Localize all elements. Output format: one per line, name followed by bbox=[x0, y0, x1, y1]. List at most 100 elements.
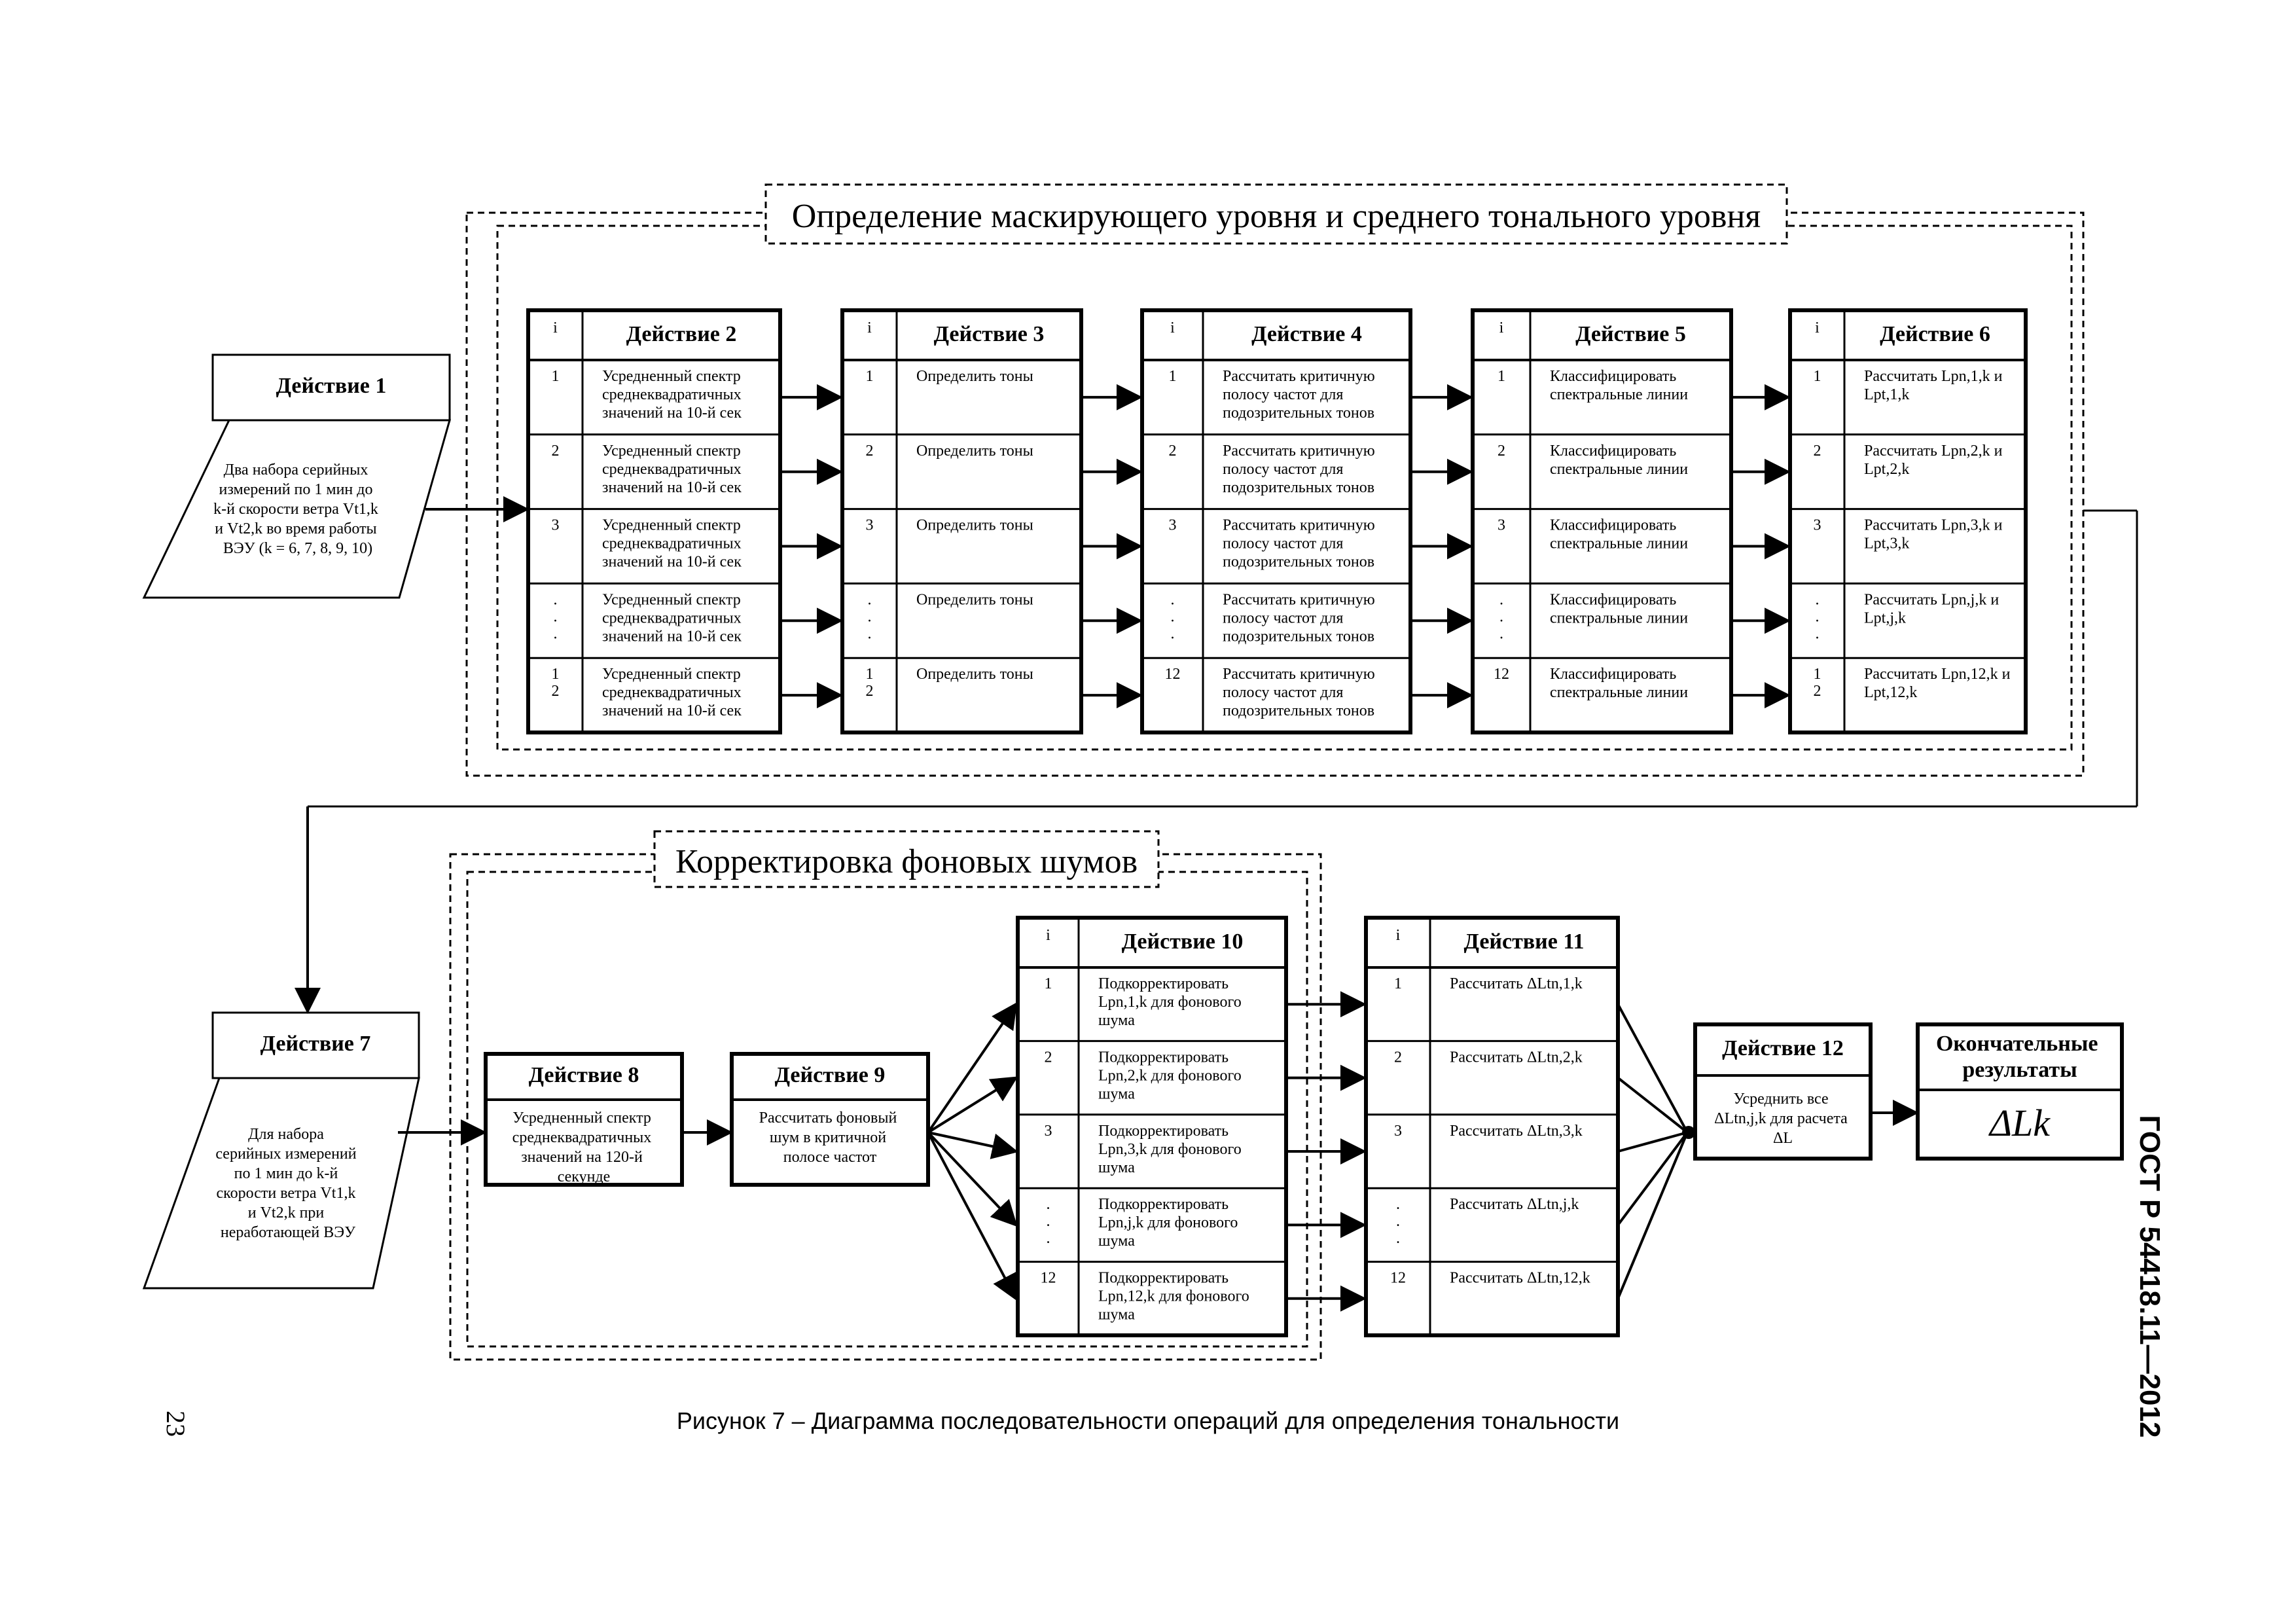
action-11-row-index: 3 bbox=[1394, 1123, 1402, 1140]
action-12: Действие 12 Усреднить все ΔLtn,j,k для р… bbox=[1693, 1022, 1873, 1161]
arrow-action9-to-action10 bbox=[927, 1001, 1018, 1134]
action-11-title: Действие 11 bbox=[1464, 929, 1585, 954]
action-3-row: ...Определить тоны bbox=[868, 591, 1033, 642]
action-3-row-index: 2 bbox=[866, 442, 874, 460]
action-11-row-text: Рассчитать ΔLtn,12,k bbox=[1450, 1270, 1590, 1287]
action-4-row-index: 3 bbox=[1169, 517, 1177, 534]
action-2-index-header: i bbox=[553, 319, 558, 336]
action-3-row: 1 Определить тоны bbox=[866, 368, 1033, 385]
action-1-text: Два набора серийных измерений по 1 мин д… bbox=[213, 461, 382, 557]
action-8-text-area: Усредненный спектр среднеквадратичных зн… bbox=[512, 1110, 656, 1185]
action-2-row-index: 1 bbox=[552, 368, 560, 385]
connectors bbox=[295, 384, 2138, 1312]
action-11-row-text: Рассчитать ΔLtn,3,k bbox=[1450, 1123, 1583, 1140]
svg-text:Усредненный спектр сре: Усредненный спектр среднеквадратичных зн… bbox=[512, 1110, 656, 1185]
arrow-action9-to-action10 bbox=[927, 1131, 1018, 1159]
action-3-frame bbox=[840, 308, 1083, 734]
action-5-row-index: ... bbox=[1499, 591, 1503, 642]
masking-group: Определение маскирующего уровня и средне… bbox=[465, 183, 2085, 777]
arrow-action9-to-action10 bbox=[927, 1132, 1017, 1301]
action-3-row-index: ... bbox=[868, 591, 872, 642]
converge-line bbox=[1617, 1131, 1689, 1226]
masking-group-title: Определение маскирующего уровня и средне… bbox=[792, 198, 1761, 235]
background-group: Корректировка фоновых шумов bbox=[449, 830, 1322, 1361]
action-3-row-index: 1 bbox=[866, 368, 874, 385]
action-6-row-index: ... bbox=[1816, 591, 1820, 642]
action-11-row-index: 12 bbox=[1390, 1270, 1406, 1287]
action-7-title: Действие 7 bbox=[260, 1032, 371, 1056]
action-5-index-header: i bbox=[1499, 319, 1504, 336]
masking-group-inner-border bbox=[496, 225, 2073, 751]
action-5-title: Действие 5 bbox=[1575, 322, 1686, 346]
action-7-title-box bbox=[211, 1011, 420, 1079]
final-results: Окончательные результаты ΔLk bbox=[1916, 1022, 2124, 1161]
action-11-row-text: Рассчитать ΔLtn,j,k bbox=[1450, 1196, 1579, 1213]
action-12-text-area: Усреднить все ΔLtn,j,k для расчета ΔL bbox=[1714, 1091, 1852, 1147]
action-2-frame bbox=[526, 308, 782, 734]
action-9: Действие 9 Рассчитать фоновый шум в крит… bbox=[730, 1052, 930, 1187]
masking-group-outer-border bbox=[465, 211, 2085, 777]
background-group-title: Корректировка фоновых шумов bbox=[675, 843, 1138, 880]
action-3-row-text: Определить тоны bbox=[916, 666, 1033, 683]
action-11-row-index: 2 bbox=[1394, 1049, 1402, 1066]
action-3-index-header: i bbox=[867, 319, 872, 336]
converge-point bbox=[1682, 1126, 1695, 1139]
action-6-row-index: 3 bbox=[1814, 517, 1821, 534]
action-4-index-header: i bbox=[1170, 319, 1175, 336]
svg-text:Усреднить все ΔLtn,j,k: Усреднить все ΔLtn,j,k для расчета ΔL bbox=[1714, 1091, 1852, 1147]
action-3-row-text: Определить тоны bbox=[916, 517, 1033, 534]
action-10-row-index: ... bbox=[1047, 1196, 1050, 1247]
action-6-row-index: 2 bbox=[1814, 442, 1821, 460]
action-11-row-index: 1 bbox=[1394, 975, 1402, 992]
background-group-title-box bbox=[653, 830, 1160, 888]
action-8: Действие 8 Усредненный спектр среднеквад… bbox=[484, 1052, 684, 1187]
action-3-row-index: 3 bbox=[866, 517, 874, 534]
action-3-row-text: Определить тоны bbox=[916, 368, 1033, 385]
action-10-row-index: 12 bbox=[1041, 1270, 1056, 1287]
action-5-row-index: 2 bbox=[1498, 442, 1505, 460]
final-results-value: ΔLk bbox=[1988, 1102, 2051, 1144]
action-4-row-index: 1 bbox=[1169, 368, 1177, 385]
action-12-title: Действие 12 bbox=[1722, 1036, 1844, 1060]
final-results-box bbox=[1916, 1022, 2124, 1161]
action-2-row-index: 2 bbox=[552, 442, 560, 460]
